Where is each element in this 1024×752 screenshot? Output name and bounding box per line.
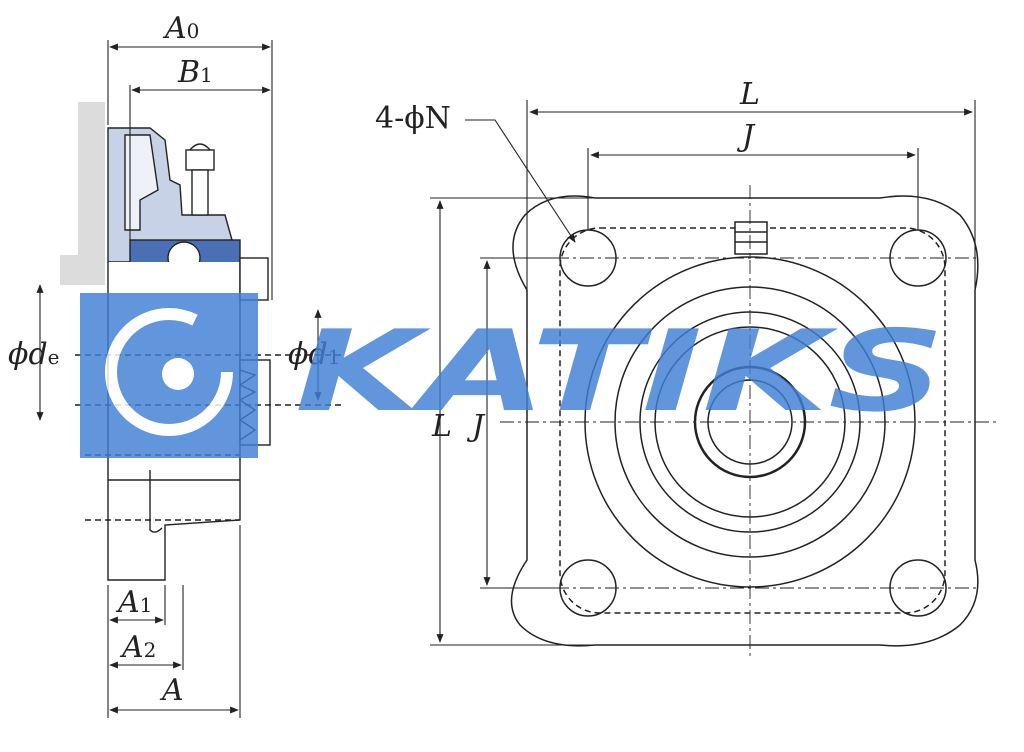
grease-nipple-cap <box>189 143 211 151</box>
grease-nipple-stem <box>191 169 209 216</box>
label-b1: B1 <box>177 55 213 90</box>
label-a1: A1 <box>115 585 152 620</box>
label-a: A <box>159 673 184 708</box>
grease-nipple-front <box>734 221 768 255</box>
watermark-logo-dot <box>162 358 194 390</box>
side-dimensions <box>36 40 322 718</box>
label-l-left: L <box>431 409 452 444</box>
label-de: ϕde <box>8 337 60 372</box>
housing-cavity <box>124 134 159 231</box>
label-j-top: J <box>736 119 756 154</box>
front-labels: L J 4-ϕN L J <box>375 77 760 444</box>
side-labels: A0 B1 ϕde ϕd1 A1 A2 A <box>8 11 340 708</box>
watermark-text: KATIKS <box>295 307 945 437</box>
label-a0: A0 <box>162 11 199 46</box>
watermark: KATIKS <box>80 293 945 458</box>
label-d1: ϕd1 <box>288 337 340 372</box>
housing-curve <box>149 470 163 533</box>
watermark-logo-ring <box>105 308 233 436</box>
grease-nipple-head <box>185 149 215 171</box>
label-a2: A2 <box>119 630 156 665</box>
front-dimensions <box>430 100 976 646</box>
mounting-wall-shadow <box>60 102 105 285</box>
leader-holes <box>465 119 576 243</box>
front-view <box>500 185 1000 660</box>
label-holes: 4-ϕN <box>375 101 451 136</box>
label-l-top: L <box>739 77 760 112</box>
